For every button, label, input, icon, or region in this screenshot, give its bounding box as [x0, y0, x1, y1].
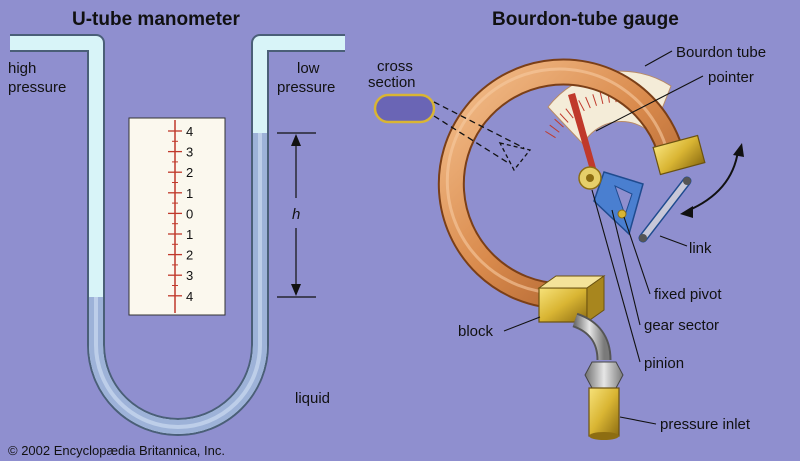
- height-label: h: [292, 206, 300, 223]
- dial-tick: [549, 124, 560, 133]
- pinion-label: pinion: [644, 355, 684, 372]
- scale-tick-label: 2: [186, 248, 193, 263]
- high-pressure-label-1: high: [8, 60, 36, 77]
- hex-nut: [584, 361, 624, 389]
- link-rod: [640, 178, 690, 241]
- scale-tick-label: 2: [186, 165, 193, 180]
- gear-sector-label: gear sector: [644, 317, 719, 334]
- scale-tick-label: 4: [186, 124, 193, 139]
- scale-tick-label: 0: [186, 206, 193, 221]
- h-arrow-up: [291, 134, 301, 146]
- liquid-label: liquid: [295, 390, 330, 407]
- pointer: [568, 93, 596, 170]
- block-label: block: [458, 323, 494, 340]
- scale-tick-label: 3: [186, 145, 193, 160]
- pipe: [572, 314, 610, 361]
- gear-sector: [593, 171, 644, 236]
- high-pressure-label-2: pressure: [8, 79, 66, 96]
- pressure-inlet-label: pressure inlet: [660, 416, 751, 433]
- dial-tick: [559, 113, 569, 123]
- link-label: link: [689, 240, 712, 257]
- dial-tick: [545, 130, 556, 139]
- bourdon-title: Bourdon-tube gauge: [492, 9, 679, 30]
- cross-section-label-2: section: [368, 74, 416, 91]
- pressure-inlet-fitting: [588, 387, 620, 437]
- manometer-scale-board: [128, 117, 226, 316]
- tube-end-block: [652, 134, 706, 176]
- scale-ticks: 4 3 2 1 0 1 2 3 4: [168, 124, 193, 304]
- copyright-notice: © 2002 Encyclopædia Britannica, Inc.: [8, 443, 225, 458]
- cross-section-oval: [373, 93, 436, 124]
- low-pressure-label-2: pressure: [277, 79, 335, 96]
- scale-tick-label: 1: [186, 227, 193, 242]
- pointer-label: pointer: [708, 69, 754, 86]
- cross-section-label-1: cross: [377, 58, 413, 75]
- scale-tick-label: 1: [186, 186, 193, 201]
- bourdon-tube-label: Bourdon tube: [676, 44, 766, 61]
- dial-tick: [578, 100, 585, 112]
- h-arrow-down: [291, 284, 301, 296]
- scale-tick-label: 3: [186, 268, 193, 283]
- dial-tick: [599, 92, 604, 105]
- dial-tick: [565, 108, 574, 119]
- dial-tick: [554, 118, 564, 128]
- fixed-pivot-label: fixed pivot: [654, 286, 722, 303]
- fixed-pivot: [617, 209, 627, 219]
- dial-tick: [592, 94, 597, 106]
- low-pressure-label-1: low: [297, 60, 320, 77]
- scale-tick-label: 4: [186, 289, 193, 304]
- dial-tick: [585, 96, 591, 109]
- motion-arrow: [686, 150, 739, 212]
- manometer-title: U-tube manometer: [72, 9, 240, 30]
